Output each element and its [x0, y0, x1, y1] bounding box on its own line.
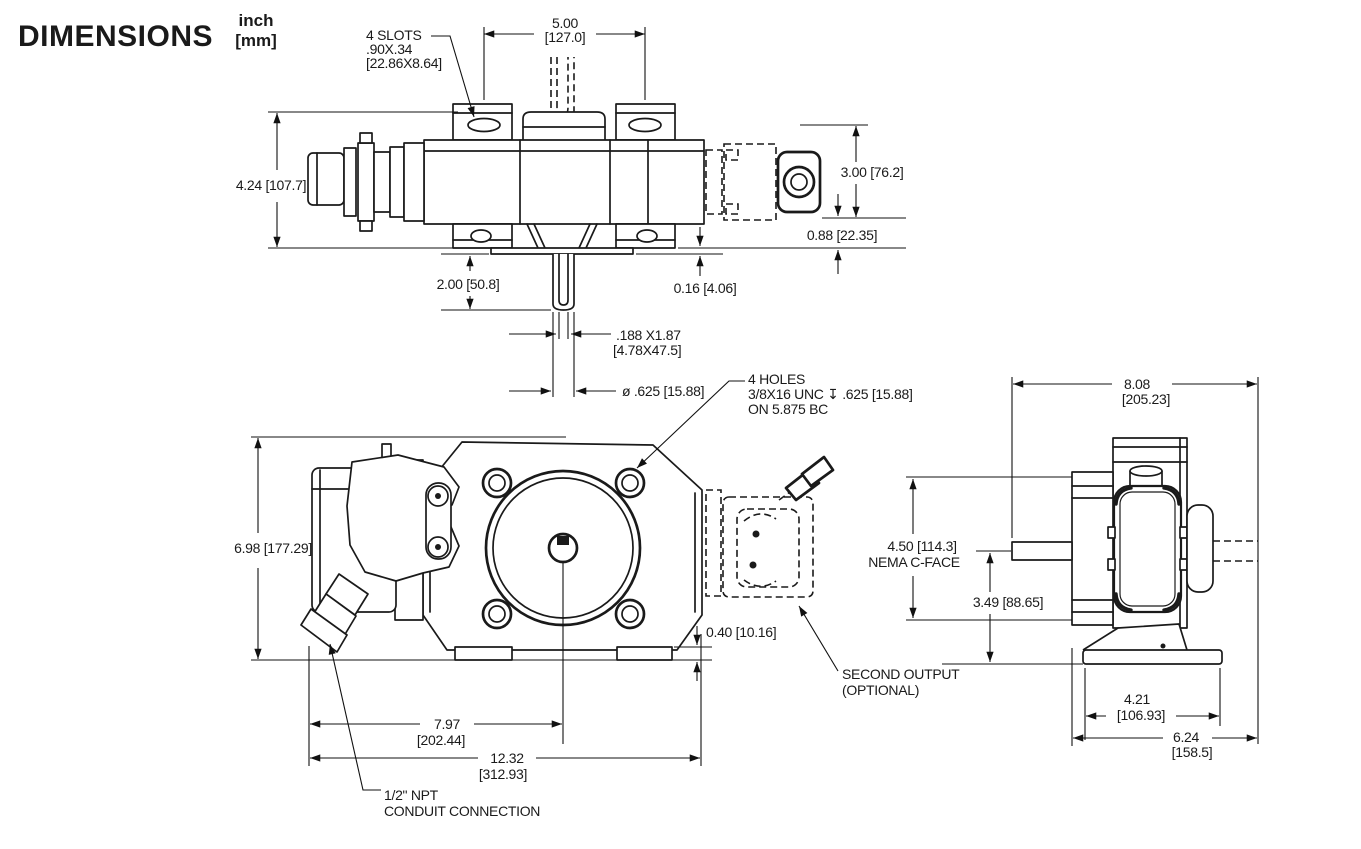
top-dim-overall-height: 4.24 [107.7] [236, 177, 306, 193]
front-view: 6.98 [177.29] 4 HOLES 3/8X16 UNC ↧ .625 … [234, 371, 960, 819]
top-dim-keyway-line1: .188 X1.87 [616, 327, 681, 343]
top-slots-note-line3: [22.86X8.64] [366, 55, 442, 71]
header: DIMENSIONS inch [mm] [18, 11, 277, 53]
side-dim-shaft-height: 3.49 [88.65] [973, 594, 1043, 610]
side-dim-cface: 4.50 [114.3] [887, 538, 956, 554]
front-dim-center-distance-mm: [202.44] [417, 732, 465, 748]
top-slots-note-line1: 4 SLOTS [366, 27, 421, 43]
top-dim-shaft-length: 2.00 [50.8] [437, 276, 500, 292]
front-second-output-line1: SECOND OUTPUT [842, 666, 960, 682]
units-mm-label: [mm] [235, 31, 277, 50]
top-dim-plate-thickness: 0.16 [4.06] [674, 280, 737, 296]
side-dim-overall-depth-in: 8.08 [1124, 376, 1151, 392]
front-dim-center-distance-in: 7.97 [434, 716, 461, 732]
front-dim-overall-height: 6.98 [177.29] [234, 540, 312, 556]
page-title: DIMENSIONS [18, 20, 213, 53]
top-view: 5.00 [127.0] 4 SLOTS .90X.34 [22.86X8.64… [236, 15, 906, 399]
top-dim-shaft-diameter: ø .625 [15.88] [622, 383, 704, 399]
units-inch-label: inch [239, 11, 274, 30]
front-second-output-line2: (OPTIONAL) [842, 682, 919, 698]
top-view-linework [307, 57, 822, 311]
front-dim-foot-height: 0.40 [10.16] [706, 624, 776, 640]
top-slots-note-line2: .90X.34 [366, 41, 413, 57]
side-view-dimensions: 8.08 [205.23] 4.50 [114.3] NEMA C-FACE 3… [868, 376, 1259, 760]
front-conduit-note-line2: CONDUIT CONNECTION [384, 803, 540, 819]
side-dim-overall-depth-mm: [205.23] [1122, 391, 1170, 407]
side-dim-flange-depth-mm: [158.5] [1172, 744, 1213, 760]
front-view-linework [251, 441, 835, 744]
side-view-linework [1011, 437, 1258, 665]
side-dim-base-width-in: 4.21 [1124, 691, 1151, 707]
front-holes-note-line2: 3/8X16 UNC ↧ .625 [15.88] [748, 386, 913, 402]
top-view-dimensions: 5.00 [127.0] 4 SLOTS .90X.34 [22.86X8.64… [236, 15, 906, 399]
front-view-dimensions: 6.98 [177.29] 4 HOLES 3/8X16 UNC ↧ .625 … [234, 371, 960, 819]
top-dim-motor-height: 3.00 [76.2] [841, 164, 904, 180]
front-conduit-note-line1: 1/2" NPT [384, 787, 439, 803]
side-dim-flange-depth-in: 6.24 [1173, 729, 1200, 745]
top-dim-slot-spacing-mm: [127.0] [545, 29, 586, 45]
top-dim-keyway-line2: [4.78X47.5] [613, 342, 681, 358]
front-holes-note-line1: 4 HOLES [748, 371, 805, 387]
front-holes-note-line3: ON 5.875 BC [748, 401, 828, 417]
front-dim-overall-length-mm: [312.93] [479, 766, 527, 782]
side-view: 8.08 [205.23] 4.50 [114.3] NEMA C-FACE 3… [868, 376, 1259, 760]
side-dim-base-width-mm: [106.93] [1117, 707, 1165, 723]
top-dim-foot-offset: 0.88 [22.35] [807, 227, 877, 243]
side-label-cface: NEMA C-FACE [868, 554, 960, 570]
top-dim-slot-spacing-in: 5.00 [552, 15, 579, 31]
front-dim-overall-length-in: 12.32 [490, 750, 524, 766]
